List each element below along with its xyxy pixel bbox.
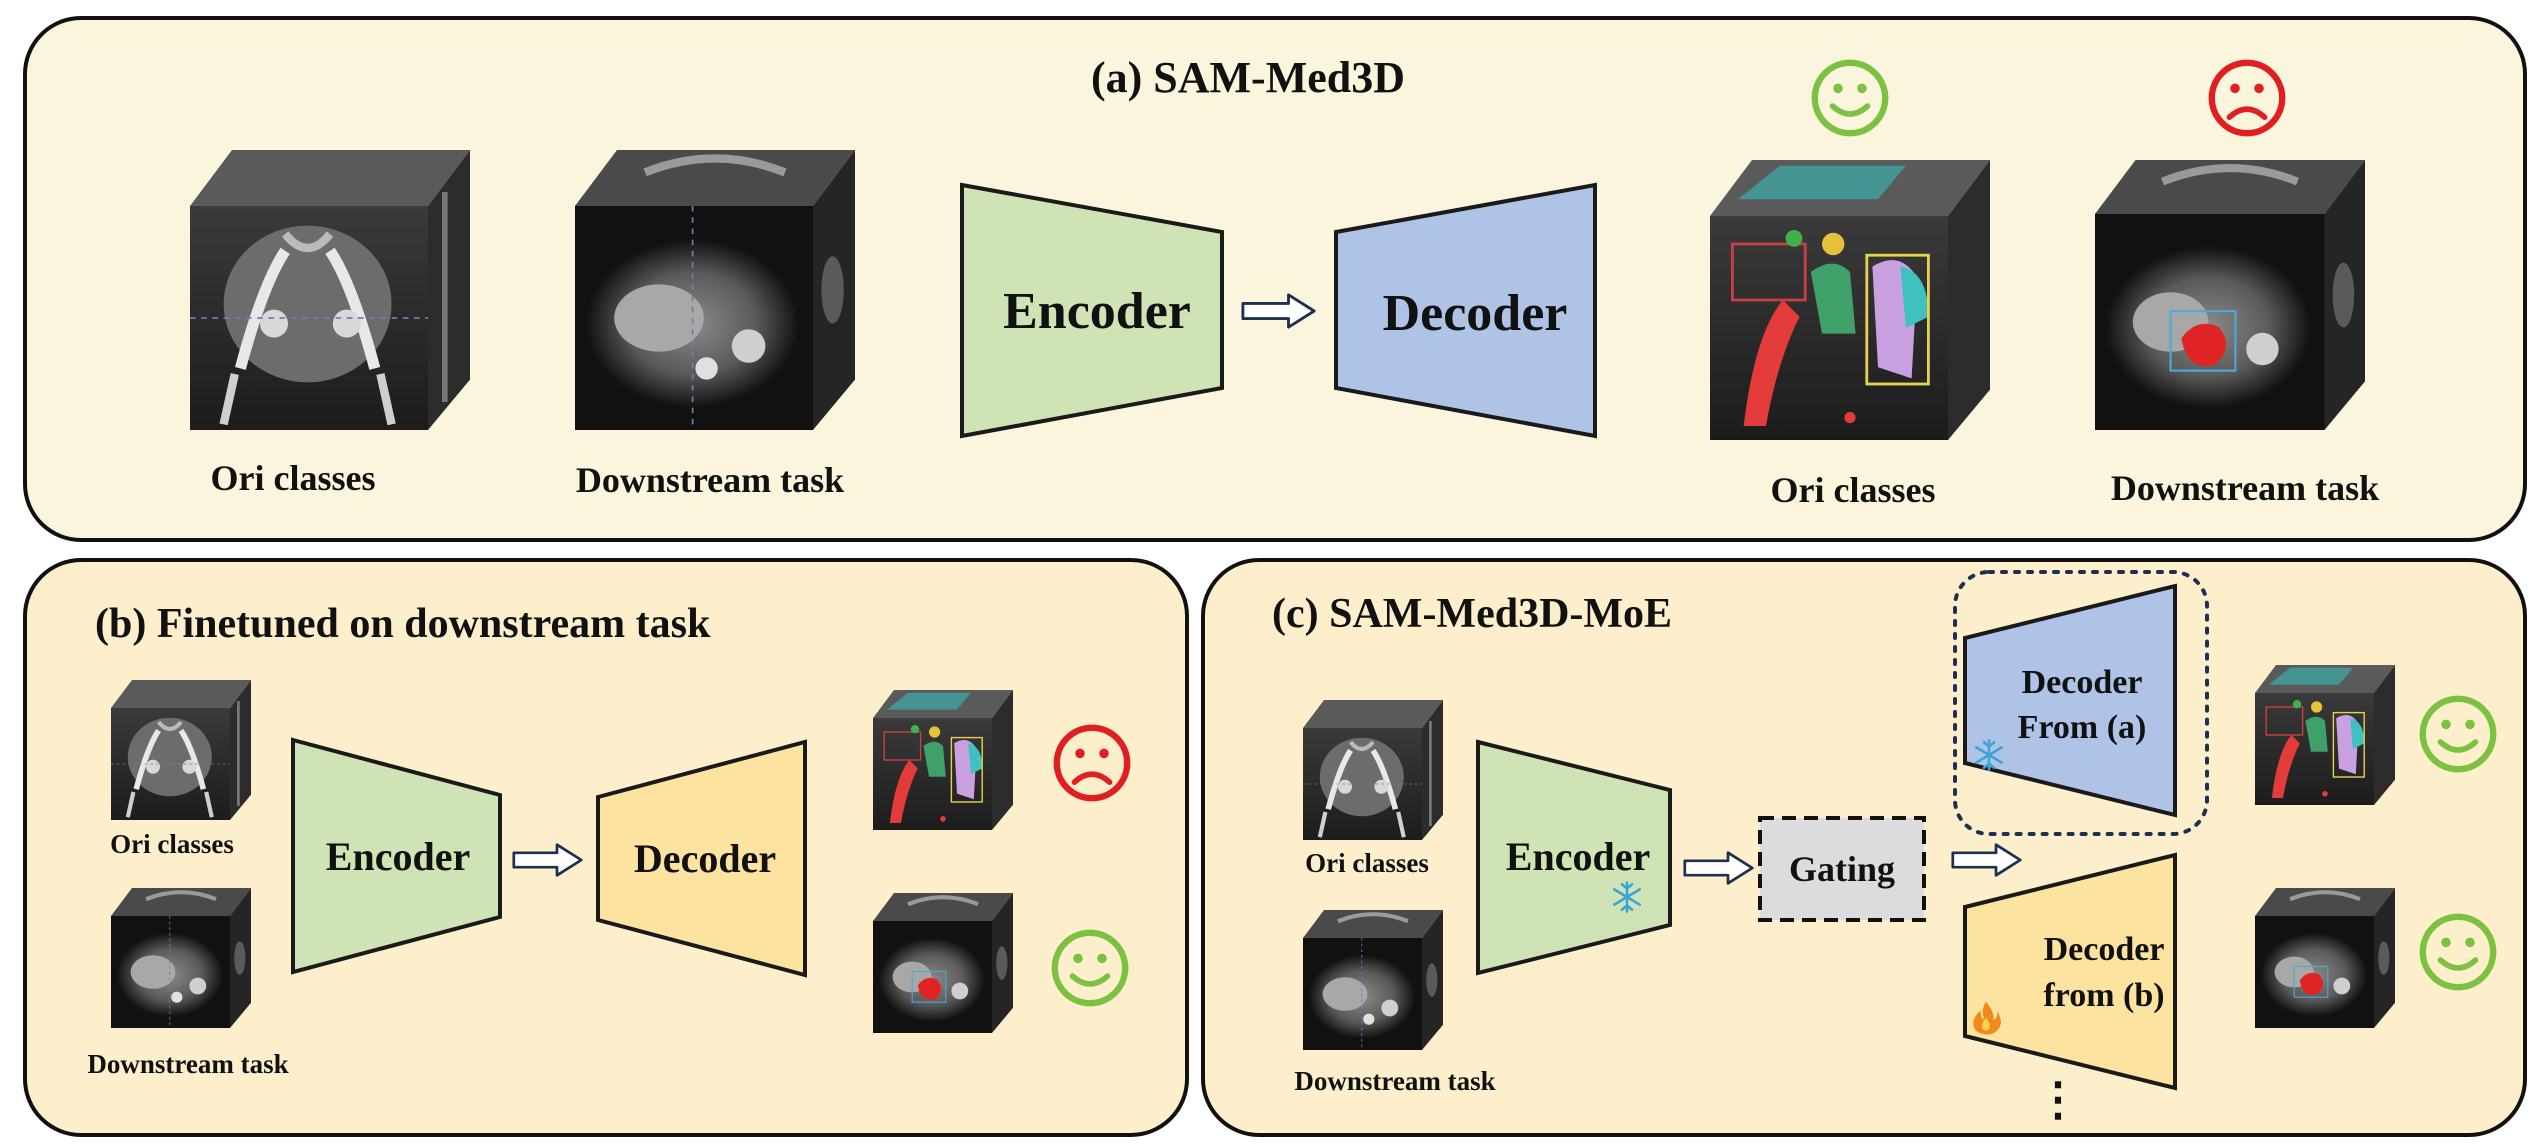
panel-b-input-label-ori: Ori classes [110, 829, 234, 859]
decoder-from-b-label-line2: from (b) [2043, 977, 2164, 1014]
panel-b-downstream-cube [111, 888, 251, 1028]
ori-classes-input-cube [190, 150, 470, 430]
panel-a-output-label-downstream: Downstream task [2111, 468, 2379, 508]
panel-c-ori-classes-cube [1303, 700, 1443, 840]
downstream-task-input-cube [575, 150, 855, 430]
panel-c-encoder-label: Encoder [1506, 834, 1650, 879]
gating-label: Gating [1789, 849, 1895, 889]
panel-a-encoder [960, 182, 1224, 439]
panel-b-decoder-label: Decoder [634, 836, 776, 881]
panel-a-encoder-label: Encoder [1003, 283, 1191, 340]
more-decoders-ellipsis: ⋮ [2035, 1074, 2081, 1125]
panel-b-encoder [291, 737, 502, 975]
decoder-from-b [1963, 852, 2177, 1091]
panel-b: (b) Finetuned on downstream task Ori cla… [23, 558, 1189, 1137]
panel-a-decoder [1334, 182, 1597, 439]
panel-c-input-label-ori: Ori classes [1305, 848, 1429, 878]
downstream-task-output-cube [2095, 160, 2365, 430]
panel-a-output-label-ori: Ori classes [1771, 470, 1936, 510]
panel-a-decoder-label: Decoder [1383, 285, 1568, 342]
decoder-from-b-label-line1: Decoder [2044, 931, 2165, 968]
panel-c-downstream-output-cube [2255, 888, 2395, 1028]
panel-a: (a) SAM-Med3D Ori classes Downstream tas… [23, 16, 2527, 542]
ori-classes-output-cube [1708, 160, 1992, 440]
panel-c-input-label-downstream: Downstream task [1294, 1066, 1495, 1096]
panel-c-downstream-cube [1303, 910, 1443, 1050]
gating-box [1758, 816, 1926, 922]
panel-a-input-label-downstream: Downstream task [576, 460, 844, 500]
panel-c-title: (c) SAM-Med3D-MoE [1272, 591, 1672, 637]
decoder-from-a-label-line2: From (a) [2018, 709, 2147, 746]
panel-b-downstream-output-cube [873, 893, 1013, 1033]
decoder-from-a-label-line1: Decoder [2022, 664, 2143, 701]
panel-b-input-label-downstream: Downstream task [87, 1049, 288, 1079]
panel-c-encoder [1476, 739, 1672, 976]
panel-b-title: (b) Finetuned on downstream task [95, 601, 711, 647]
decoder-from-a [1963, 583, 2177, 818]
panel-a-title: (a) SAM-Med3D [1091, 53, 1405, 102]
panel-b-encoder-label: Encoder [326, 834, 470, 879]
frozen-decoder-dotted-frame [1953, 570, 2209, 836]
panel-b-ori-classes-cube [111, 680, 251, 820]
panel-a-input-label-ori: Ori classes [211, 458, 376, 498]
panel-b-decoder [596, 739, 807, 978]
panel-c: (c) SAM-Med3D-MoE Ori classes Downstream… [1201, 558, 2527, 1137]
panel-b-ori-output-cube [872, 690, 1014, 830]
panel-c-ori-output-cube [2254, 665, 2396, 805]
